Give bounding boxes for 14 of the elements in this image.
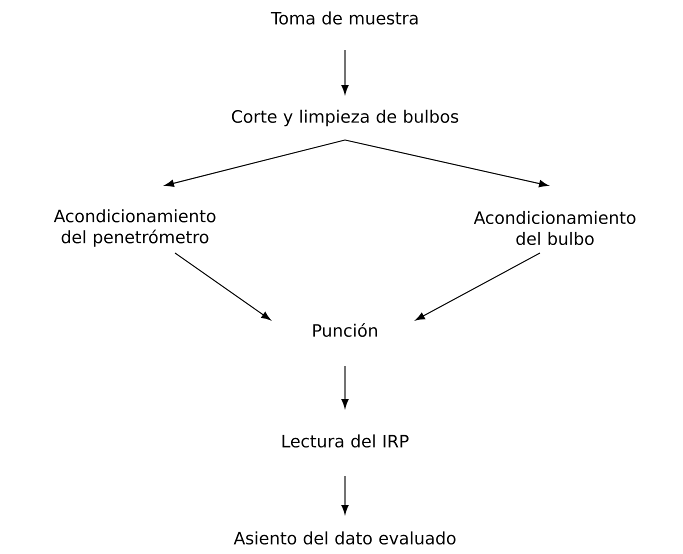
step-label: Asiento del dato evaluado (234, 531, 456, 545)
arrow (416, 252, 540, 320)
step-label: Acondicionamiento del penetrómetro (54, 209, 216, 247)
arrow (341, 50, 349, 94)
arrow (341, 476, 349, 514)
arrow (341, 366, 349, 408)
arrow (164, 139, 346, 187)
step-label: Acondicionamiento del bulbo (474, 210, 636, 246)
step-label: Lectura del IRP (282, 434, 409, 448)
step-label: Punción (313, 323, 377, 337)
step-label: Toma de muestra (270, 11, 418, 25)
arrow (344, 139, 548, 188)
step-label: Corte y limpieza de bulbos (232, 110, 458, 126)
arrow (174, 252, 271, 320)
